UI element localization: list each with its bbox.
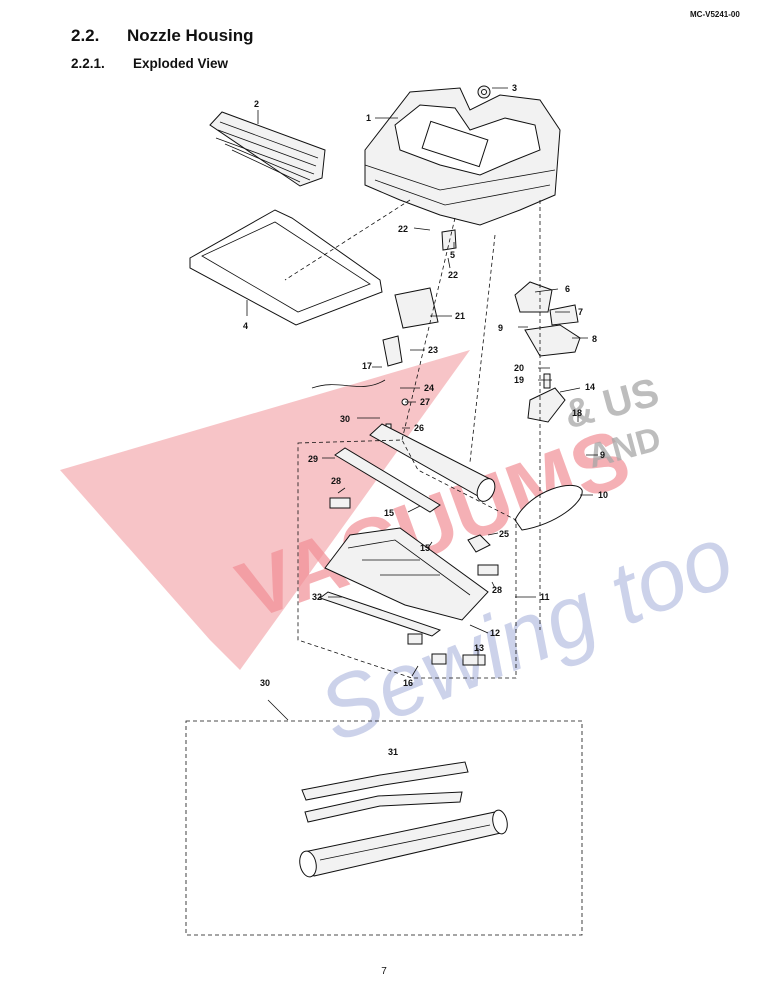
part-17-cord xyxy=(311,379,386,389)
label-7: 7 xyxy=(578,307,583,317)
label-4: 4 xyxy=(243,321,248,331)
page-number: 7 xyxy=(381,966,387,977)
part-29-strip xyxy=(334,447,441,513)
label-24: 24 xyxy=(424,383,434,393)
label-5: 5 xyxy=(450,250,455,260)
label-26: 26 xyxy=(414,423,424,433)
part-28-pad-2 xyxy=(477,564,499,576)
label-22-b: 22 xyxy=(448,270,458,280)
part-32-strip xyxy=(318,591,442,637)
leader-lines xyxy=(246,87,598,677)
part-8-lever xyxy=(524,324,581,357)
part-5-clip xyxy=(441,229,457,251)
label-3: 3 xyxy=(512,83,517,93)
label-21: 21 xyxy=(455,311,465,321)
part-30-brushroll-detail xyxy=(299,809,508,878)
label-28-b: 28 xyxy=(492,585,502,595)
subsection-heading: 2.2.1. Exploded View xyxy=(71,56,228,71)
section-title: Nozzle Housing xyxy=(127,26,254,45)
section-number: 2.2. xyxy=(71,26,100,45)
label-22: 22 xyxy=(398,224,408,234)
label-9: 9 xyxy=(498,323,503,333)
label-28: 28 xyxy=(331,476,341,486)
subsection-number: 2.2.1. xyxy=(71,56,105,71)
part-number-labels: 1 2 3 4 5 6 7 8 9 9 10 11 12 13 14 15 15… xyxy=(243,83,608,757)
label-8: 8 xyxy=(592,334,597,344)
label-14: 14 xyxy=(585,382,595,392)
label-15: 15 xyxy=(384,508,394,518)
part-19-pin xyxy=(543,373,551,389)
label-10: 10 xyxy=(598,490,608,500)
part-12-base-plate xyxy=(324,527,489,621)
label-30-b: 30 xyxy=(260,678,270,688)
label-6: 6 xyxy=(565,284,570,294)
part-16-tab xyxy=(407,633,423,645)
watermark-red-v xyxy=(60,350,470,670)
label-2: 2 xyxy=(254,99,259,109)
label-12: 12 xyxy=(490,628,500,638)
section-heading: 2.2. Nozzle Housing xyxy=(71,26,254,46)
label-16: 16 xyxy=(403,678,413,688)
detail-leader xyxy=(267,699,289,721)
part-4-bumper-frame xyxy=(189,209,383,326)
part-1-housing-cover xyxy=(364,87,561,226)
label-17: 17 xyxy=(362,361,372,371)
label-20: 20 xyxy=(514,363,524,373)
part-31-bristle-strips xyxy=(301,761,469,823)
part-28-pad xyxy=(329,497,351,509)
subsection-title: Exploded View xyxy=(133,56,229,71)
label-23: 23 xyxy=(428,345,438,355)
document-id: MC-V5241-00 xyxy=(690,10,740,19)
label-11: 11 xyxy=(540,592,550,602)
label-29: 29 xyxy=(308,454,318,464)
label-31: 31 xyxy=(388,747,398,757)
label-13: 13 xyxy=(474,643,484,653)
label-18: 18 xyxy=(572,408,582,418)
part-14-arm xyxy=(527,387,566,423)
part-13-pad xyxy=(462,654,486,666)
label-19: 19 xyxy=(514,375,524,385)
label-30: 30 xyxy=(340,414,350,424)
label-32: 32 xyxy=(312,592,322,602)
part-21-plate xyxy=(394,287,439,329)
part-16-tab-2 xyxy=(431,653,447,665)
part-6-bracket xyxy=(514,281,553,313)
part-25-clip xyxy=(467,534,491,553)
part-23-switch xyxy=(382,335,403,367)
part-30-brushroll xyxy=(369,423,496,502)
label-15-b: 15 xyxy=(420,543,430,553)
label-9-b: 9 xyxy=(600,450,605,460)
part-3-knob xyxy=(477,85,491,99)
part-7-pedal xyxy=(549,304,579,326)
label-25: 25 xyxy=(499,529,509,539)
part-10-belt xyxy=(514,485,583,531)
brushroll-detail-box xyxy=(185,720,583,936)
part-2-grille xyxy=(209,111,326,187)
label-27: 27 xyxy=(420,397,430,407)
part-11-assembly-outline xyxy=(297,439,517,679)
label-1: 1 xyxy=(366,113,371,123)
